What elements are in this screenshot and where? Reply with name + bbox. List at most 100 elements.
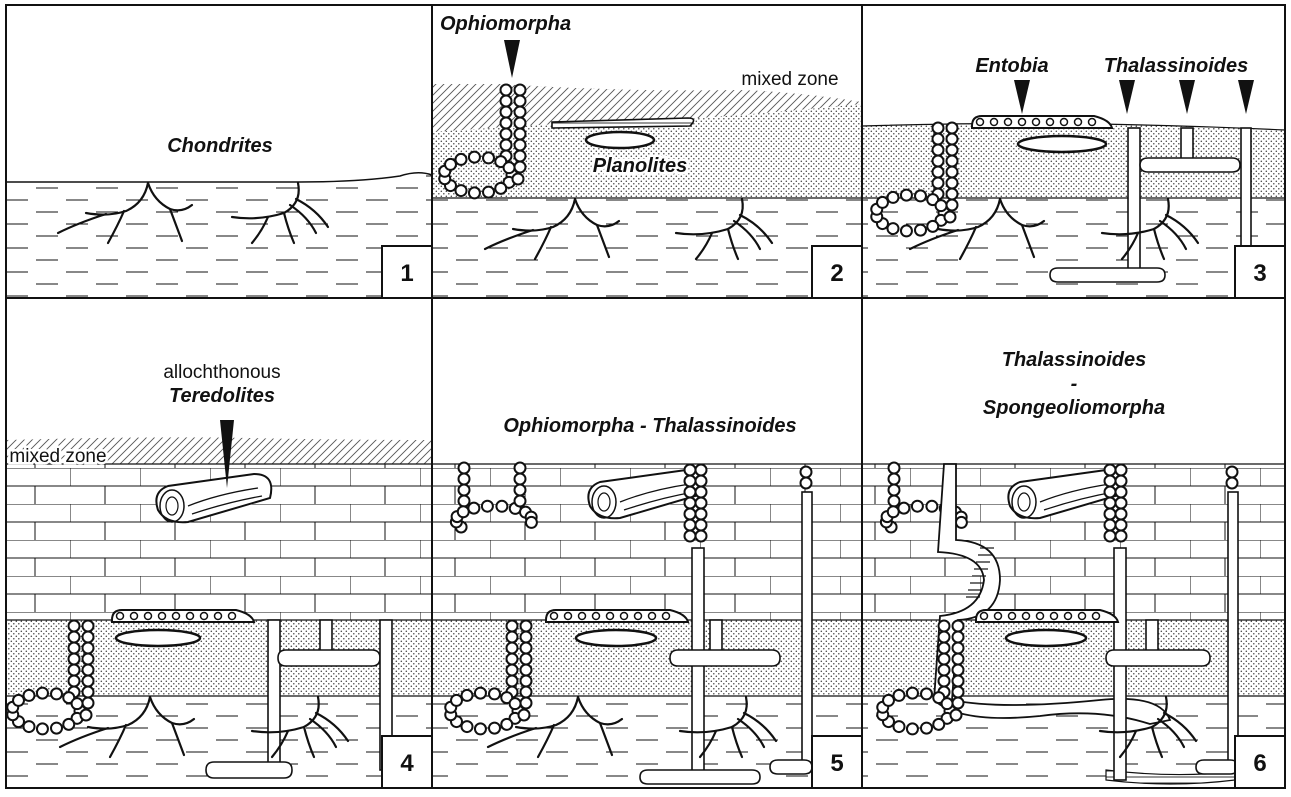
ophiomorpha-pellet: [696, 520, 707, 531]
ophiomorpha-pellet: [685, 487, 696, 498]
ophiomorpha-pellet: [521, 687, 532, 698]
entobia-boring: [663, 613, 670, 620]
ophiomorpha-pellet: [521, 665, 532, 676]
panel-6-thalassinoides-right-base: [1196, 760, 1238, 774]
ophiomorpha-pellet: [947, 178, 958, 189]
ophiomorpha-pellet: [939, 621, 950, 632]
panel-1-layers: [6, 173, 432, 298]
ophiomorpha-pellet: [13, 695, 24, 706]
ophiomorpha-pellet: [889, 474, 900, 485]
ophiomorpha-pellet: [1116, 465, 1127, 476]
ophiomorpha-pellet: [24, 690, 35, 701]
entobia-boring: [1019, 119, 1026, 126]
entobia-boring: [1037, 613, 1044, 620]
entobia-boring: [1089, 119, 1096, 126]
ophiomorpha-pellet: [933, 167, 944, 178]
ophiomorpha-pellet: [515, 151, 526, 162]
panel-3-thalassinoides-base: [1050, 268, 1165, 282]
entobia-boring: [551, 613, 558, 620]
ophiomorpha-pellet: [939, 654, 950, 665]
panel-5-thalassinoides-gallery-shaft: [710, 620, 722, 652]
entobia-boring: [991, 119, 998, 126]
ophiomorpha-pellet: [515, 140, 526, 151]
ophiomorpha-pellet: [1105, 498, 1116, 509]
ophiomorpha-pellet: [510, 698, 521, 709]
ophiomorpha-pellet: [475, 723, 486, 734]
entobia-boring: [1033, 119, 1040, 126]
ophiomorpha-pellet: [501, 96, 512, 107]
ophiomorpha-pellet: [69, 621, 80, 632]
panel-3-thalassinoides-arrow-b: [1179, 80, 1195, 114]
ophiomorpha-pellet: [81, 710, 92, 721]
ophiomorpha-pellet: [894, 690, 905, 701]
panel-6-thalassinoides-gallery: [1106, 650, 1210, 666]
ophiomorpha-pellet: [1105, 520, 1116, 531]
ophiomorpha-pellet: [927, 221, 938, 232]
ophiomorpha-pellet: [459, 463, 470, 474]
entobia-boring: [187, 613, 194, 620]
ophiomorpha-pellet: [69, 632, 80, 643]
ophiomorpha-pellet: [883, 695, 894, 706]
ophiomorpha-pellet: [83, 687, 94, 698]
ophiomorpha-pellet: [37, 688, 48, 699]
ophiomorpha-pellet: [469, 187, 480, 198]
ophiomorpha-pellet: [456, 185, 467, 196]
label-chondrites: Chondrites: [167, 135, 273, 157]
ophiomorpha-pellet: [1116, 520, 1127, 531]
ophiomorpha-pellet: [936, 200, 947, 211]
ophiomorpha-pellet: [72, 698, 83, 709]
ophiomorpha-pellet: [1227, 467, 1238, 478]
ophiomorpha-pellet: [495, 183, 506, 194]
ophiomorpha-pellet: [501, 129, 512, 140]
thalassinoides-gallery: [206, 762, 292, 778]
ophiomorpha-pellet: [521, 632, 532, 643]
ophiomorpha-pellet: [507, 665, 518, 676]
ophiomorpha-pellet: [515, 496, 526, 507]
thalassinoides-shaft: [1228, 492, 1238, 770]
ophiomorpha-pellet: [921, 723, 932, 734]
thalassinoides-shaft: [1181, 128, 1193, 160]
ophiomorpha-pellet: [459, 474, 470, 485]
ophiomorpha-pellet: [515, 118, 526, 129]
ophiomorpha-pellet: [939, 643, 950, 654]
label-allochthonous: allochthonous: [163, 362, 280, 383]
ophiomorpha-pellet: [515, 107, 526, 118]
ophiomorpha-pellet: [696, 498, 707, 509]
ophiomorpha-pellet: [953, 654, 964, 665]
ophiomorpha-pellet: [521, 654, 532, 665]
entobia-boring: [1047, 119, 1054, 126]
ophiomorpha-pellet: [69, 665, 80, 676]
ophiomorpha-pellet: [83, 643, 94, 654]
label-planolites: Planolites: [593, 155, 687, 177]
entobia-boring: [131, 613, 138, 620]
panel-6-planolites: [1006, 630, 1086, 646]
ophiomorpha-pellet: [515, 162, 526, 173]
thalassinoides-shaft: [1146, 620, 1158, 652]
entobia-boring: [173, 613, 180, 620]
ophiomorpha-pellet: [888, 506, 899, 517]
label-ophiomorpha-thalassinoides: Ophiomorpha - Thalassinoides: [503, 415, 796, 437]
label-thalassinoides-6: Thalassinoides: [1002, 349, 1147, 371]
ophiomorpha-pellet: [69, 643, 80, 654]
ophiomorpha-pellet: [482, 501, 493, 512]
ophiomorpha-pellet: [83, 632, 94, 643]
ophiomorpha-pellet: [888, 192, 899, 203]
label-mixed-zone-2: mixed zone: [741, 69, 838, 90]
ophiomorpha-pellet: [469, 152, 480, 163]
planolites-burrow: [1018, 136, 1106, 152]
panel-2-planolites: [586, 132, 654, 148]
label-mixed-zone-4: mixed zone: [9, 446, 106, 467]
panel-4-planolites: [116, 630, 200, 646]
entobia-boring: [621, 613, 628, 620]
thalassinoides-gallery: [1106, 650, 1210, 666]
ophiomorpha-pellet: [889, 463, 900, 474]
panel-4-entobia: [112, 610, 254, 622]
ophiomorpha-pellet: [507, 654, 518, 665]
ophiomorpha-pellet: [63, 719, 74, 730]
panel-3-entobia-arrow: [1014, 80, 1030, 114]
ophiomorpha-pellet: [83, 665, 94, 676]
ophiomorpha-pellet: [496, 501, 507, 512]
ophiomorpha-pellet: [519, 710, 530, 721]
entobia-boring: [1061, 119, 1068, 126]
panel-number-3: 3: [1253, 260, 1266, 287]
